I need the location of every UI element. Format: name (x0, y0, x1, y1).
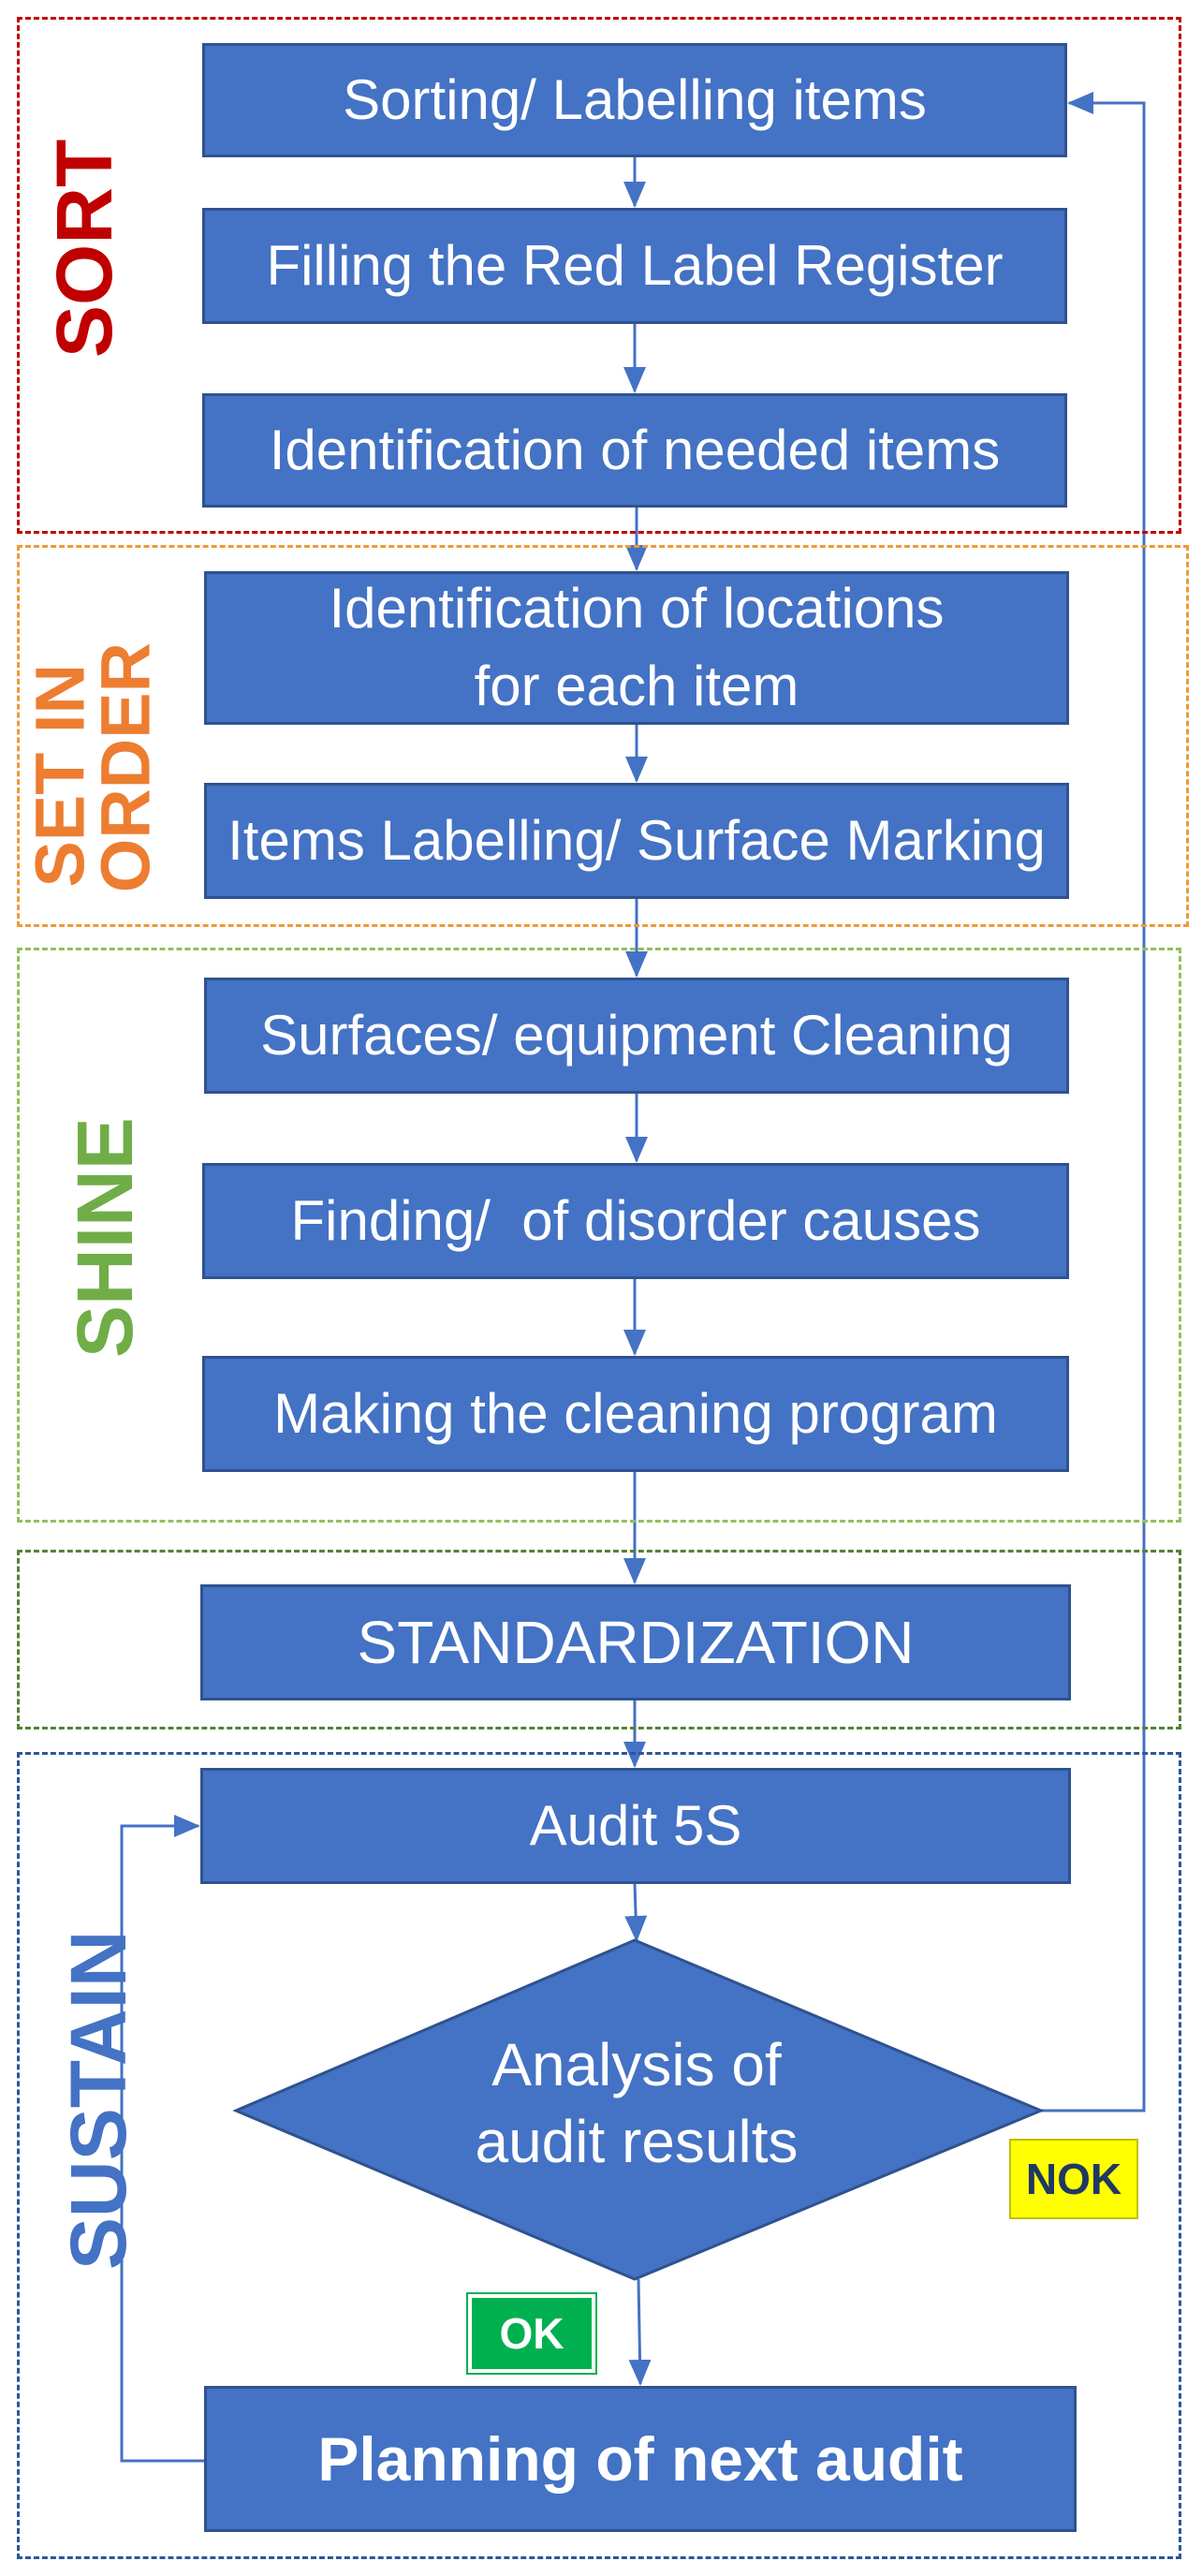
zone-shine (17, 948, 1181, 1523)
step-disorder-causes: Finding/ of disorder causes (202, 1163, 1069, 1279)
label-sort: SORT (40, 139, 128, 358)
label-shine: SHINE (61, 1117, 149, 1358)
step-planning: Planning of next audit (204, 2386, 1077, 2532)
repeat-loop-connector (120, 1815, 204, 2463)
ok-badge: OK (466, 2292, 597, 2375)
step-cleaning: Surfaces/ equipment Cleaning (204, 978, 1069, 1094)
step-needed-items: Identification of needed items (202, 393, 1067, 508)
arrow-ok (628, 2278, 652, 2386)
step-surface-marking: Items Labelling/ Surface Marking (204, 783, 1069, 899)
zone-sustain (17, 1752, 1181, 2559)
nok-loop-connector (1041, 92, 1146, 2112)
zone-sort (17, 17, 1181, 534)
label-sustain: SUSTAIN (54, 1930, 142, 2270)
arrow-10 (624, 1883, 648, 1942)
analysis-label: Analysis of audit results (475, 2031, 799, 2175)
step-cleaning-program: Making the cleaning program (202, 1356, 1069, 1472)
nok-badge: NOK (1009, 2139, 1138, 2219)
step-locations: Identification of locations for each ite… (204, 571, 1069, 725)
step-standardization: STANDARDIZATION (200, 1584, 1071, 1700)
step-red-label-register: Filling the Red Label Register (202, 208, 1067, 324)
analysis-diamond (232, 1938, 1045, 2281)
step-sorting: Sorting/ Labelling items (202, 43, 1067, 157)
zone-set-in-order (17, 545, 1189, 927)
zone-standardize (17, 1550, 1181, 1730)
label-set-in-order: SET IN ORDER (21, 642, 165, 893)
step-audit: Audit 5S (200, 1768, 1071, 1884)
